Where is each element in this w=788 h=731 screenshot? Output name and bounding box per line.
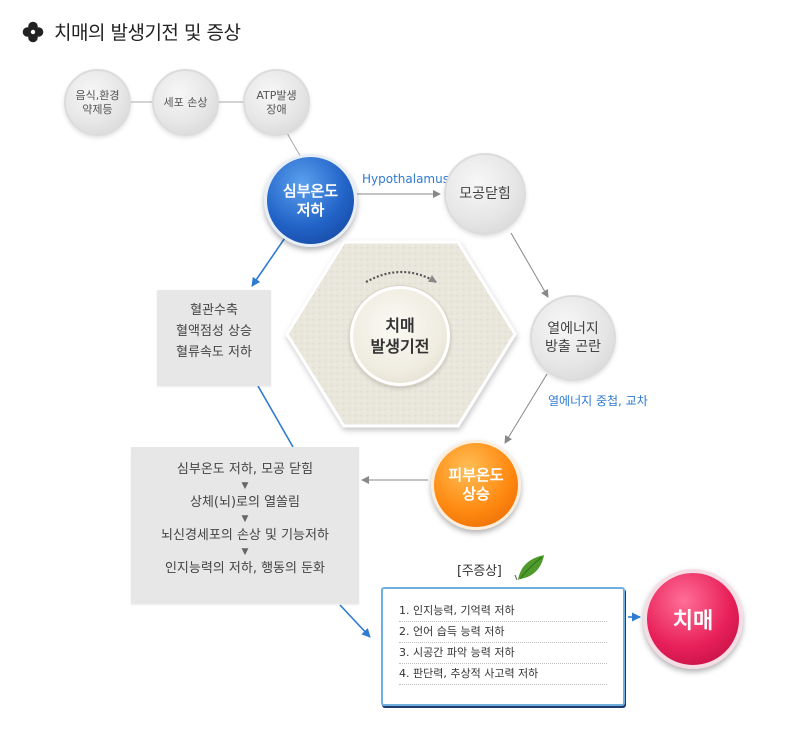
process-step: 인지능력의 저하, 행동의 둔화 — [164, 561, 326, 576]
cause-label-line1: 세포 손상 — [163, 95, 208, 109]
down-arrow-icon: ▼ — [241, 514, 249, 524]
node-label-line1: 열에너지 — [547, 321, 599, 337]
center-label-line1: 치매 — [385, 316, 415, 335]
node-label-line2: 저하 — [296, 200, 325, 219]
dementia-result-node: 치매 — [643, 569, 743, 669]
down-arrow-icon: ▼ — [241, 547, 249, 557]
vascular-line: 혈액점성 상승 — [176, 324, 252, 339]
rotation-arrow — [365, 271, 437, 283]
arrow-core-to-vascular — [251, 231, 290, 287]
result-label: 치매 — [672, 609, 714, 634]
arrow-process-to-symptoms — [339, 604, 371, 638]
process-step: 상체(뇌)로의 열쏠림 — [190, 495, 300, 510]
hypothalamus-label: Hypothalamus — [362, 172, 449, 186]
vascular-effects-box: 혈관수축 혈액점성 상승 혈류속도 저하 — [157, 290, 271, 386]
cause-label-line2: 장애 — [266, 102, 287, 116]
node-label-line2: 방출 곤란 — [545, 339, 601, 355]
title-text: 치매의 발생기전 및 증상 — [54, 22, 241, 44]
main-symptoms-box: 1. 인지능력, 기억력 저하 2. 언어 습득 능력 저하 3. 시공간 파악… — [381, 587, 625, 706]
process-step: 심부온도 저하, 모공 닫힘 — [176, 462, 314, 477]
symptom-item: 1. 인지능력, 기억력 저하 — [399, 601, 607, 622]
node-label-line1: 심부온도 — [282, 181, 339, 200]
cause-label-line1: 음식,환경 — [75, 88, 120, 102]
main-symptoms-title: [주증상] — [457, 564, 502, 579]
arrow-pore-to-heat — [510, 232, 549, 298]
cause-cell-damage: 세포 손상 — [152, 69, 219, 136]
process-box: 심부온도 저하, 모공 닫힘 ▼ 상체(뇌)로의 열쏠림 ▼ 뇌신경세포의 손상… — [131, 447, 359, 604]
node-label-line1: 피부온도 — [448, 466, 504, 484]
node-label: 모공닫힘 — [459, 186, 511, 202]
node-label-line2: 상승 — [462, 485, 490, 503]
line-vascular-to-process — [257, 385, 294, 448]
clover-icon — [22, 21, 44, 42]
center-label-line2: 발생기전 — [370, 337, 430, 356]
pore-closing-node: 모공닫힘 — [444, 153, 526, 235]
leaf-icon — [514, 555, 544, 581]
heat-accumulation-label: 열에너지 중첩, 교차 — [548, 394, 648, 408]
arrow-heat-to-skin — [504, 373, 548, 444]
symptom-item: 3. 시공간 파악 능력 저하 — [399, 643, 607, 664]
cause-label-line2: 약제등 — [82, 102, 113, 116]
down-arrow-icon: ▼ — [241, 481, 249, 491]
symptom-item: 4. 판단력, 추상적 사고력 저하 — [399, 664, 607, 685]
vascular-line: 혈관수축 — [190, 303, 238, 318]
vascular-line: 혈류속도 저하 — [176, 345, 252, 360]
process-step: 뇌신경세포의 손상 및 기능저하 — [161, 528, 329, 543]
symptom-item: 2. 언어 습득 능력 저하 — [399, 622, 607, 643]
cause-label-line1: ATP발생 — [256, 88, 297, 102]
page-title: 치매의 발생기전 및 증상 — [22, 18, 241, 45]
